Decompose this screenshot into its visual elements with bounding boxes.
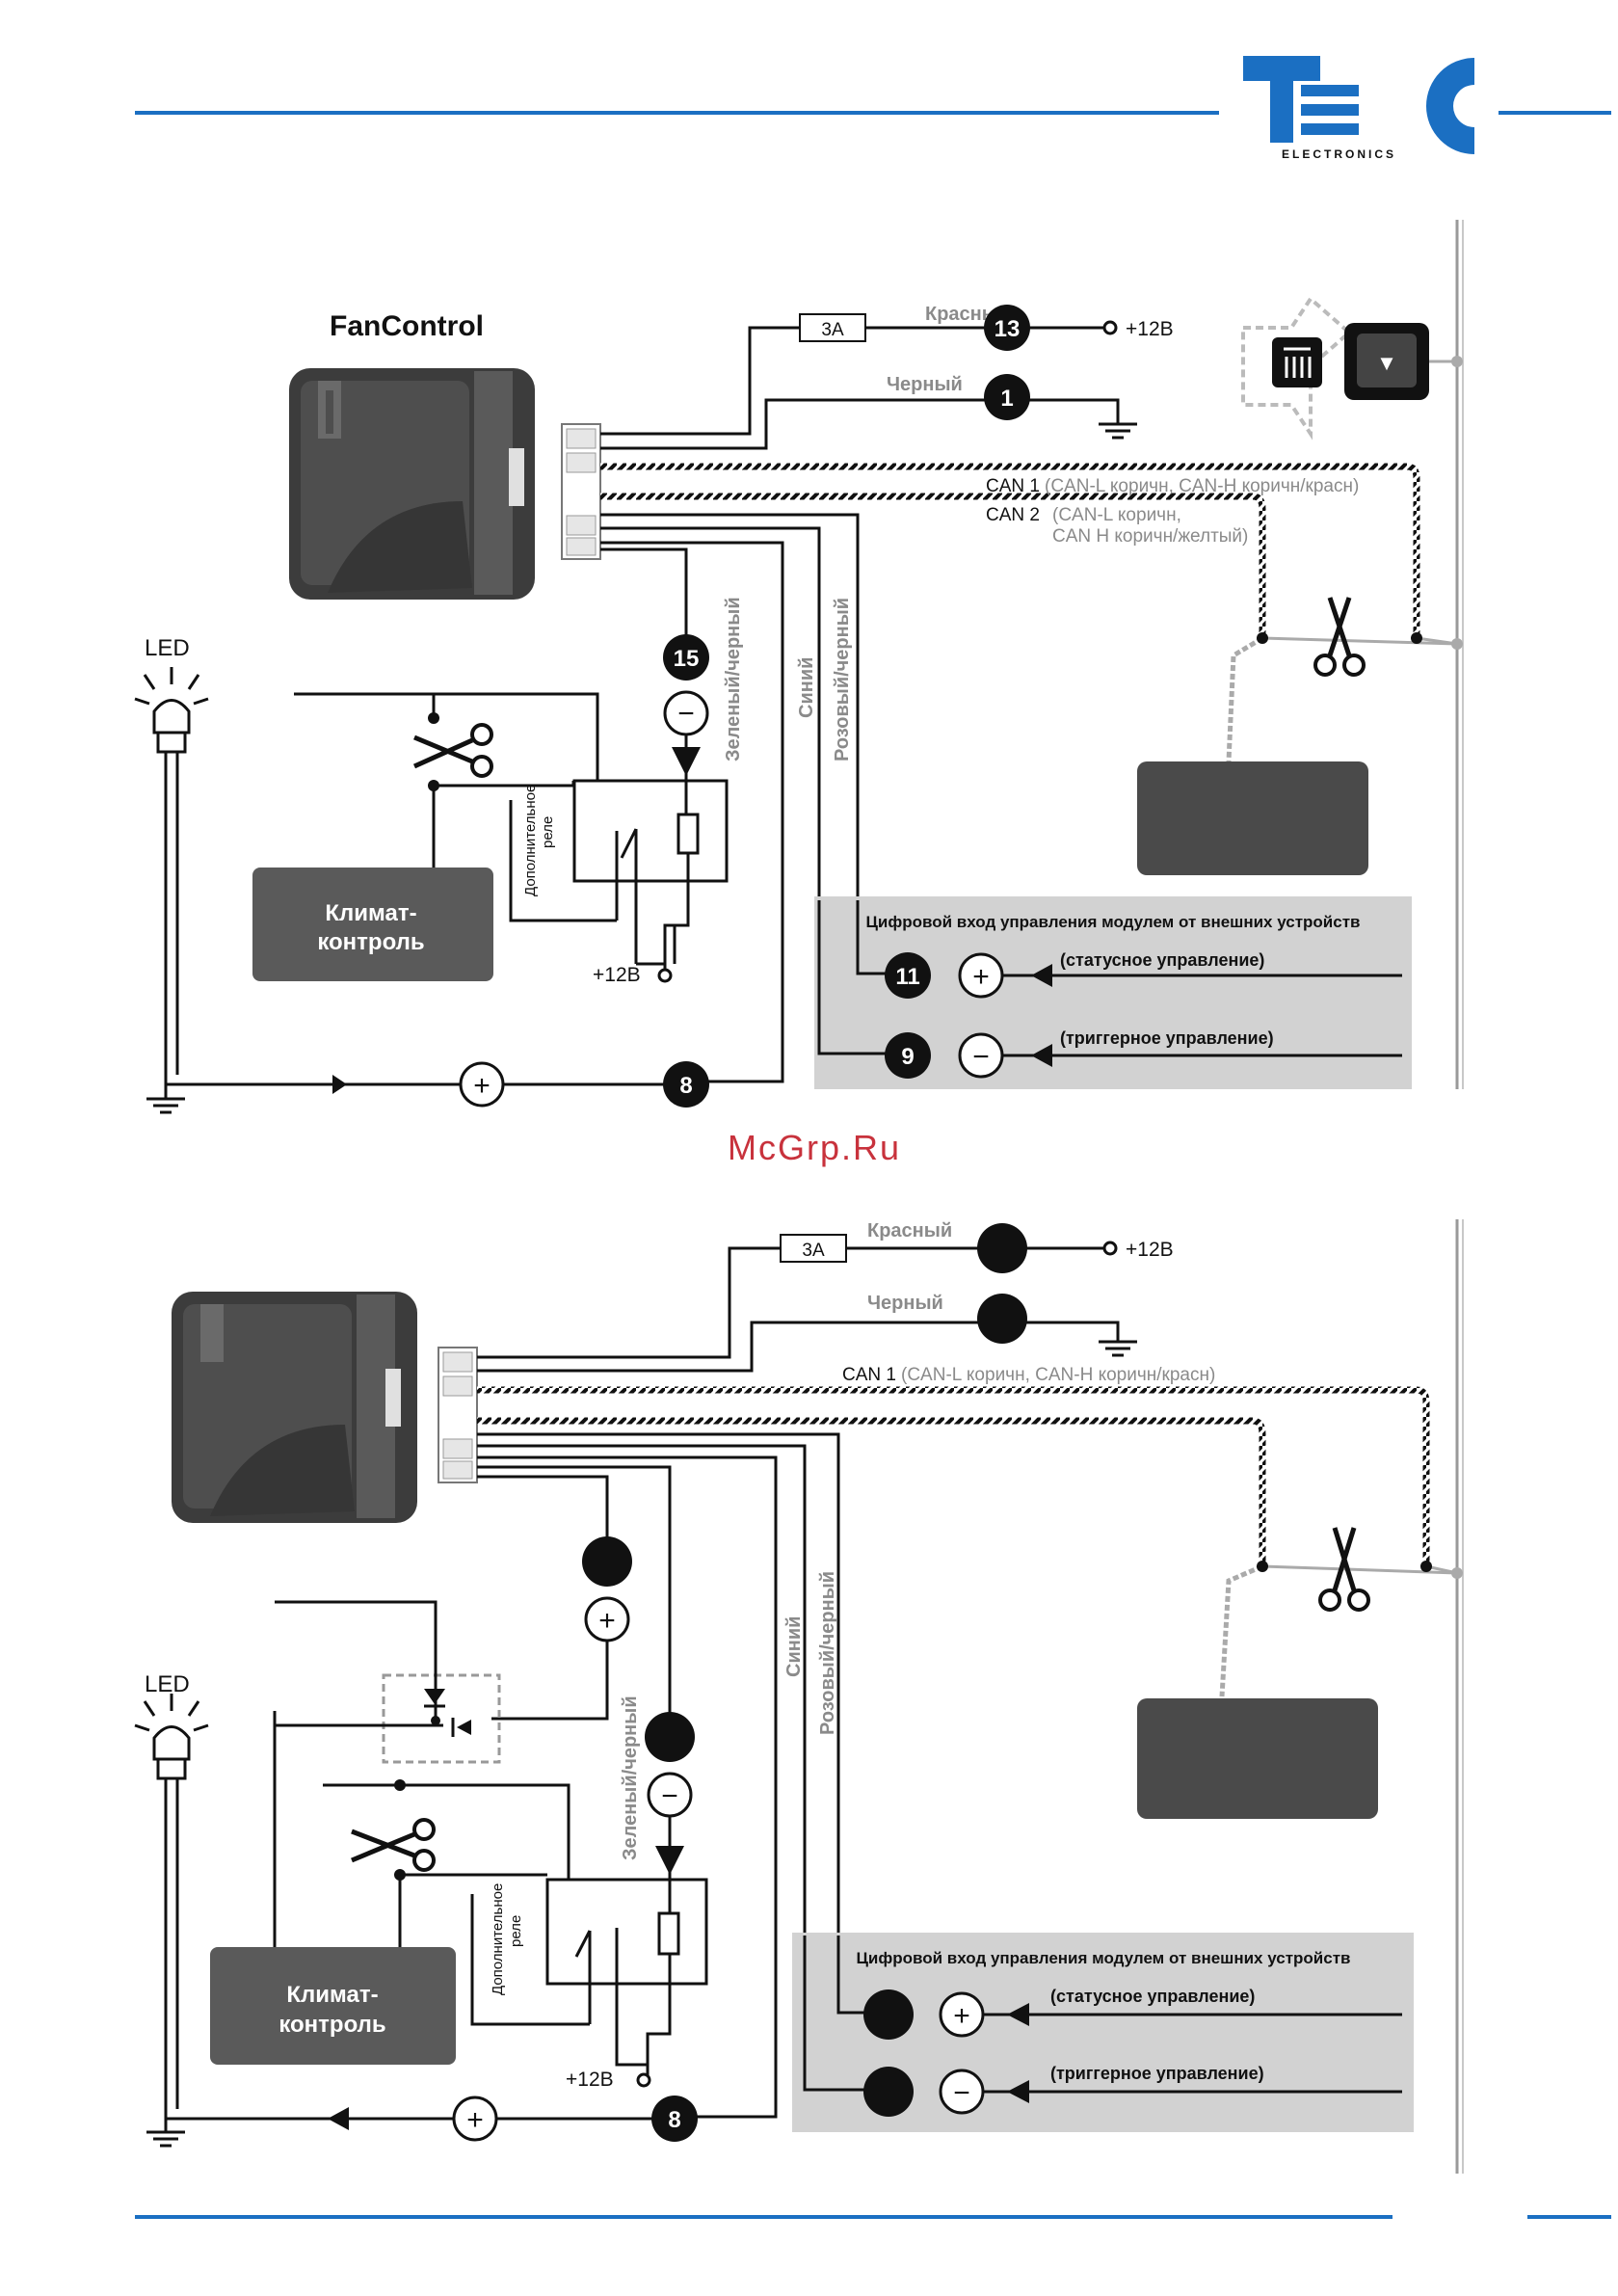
fancontrol-module-2 <box>172 1292 417 1523</box>
svg-text:Дополнительное: Дополнительное <box>522 785 539 896</box>
pin-8 <box>663 1061 709 1108</box>
svg-text:1: 1 <box>1000 386 1013 412</box>
can2-bus <box>600 493 1266 634</box>
extra-relay <box>572 779 729 883</box>
svg-text:(CAN-L коричн, CAN-H коричн/кр: (CAN-L коричн, CAN-H коричн/красн) <box>901 1365 1215 1385</box>
scissors-icon <box>351 1818 436 1872</box>
svg-text:Синий: Синий <box>796 657 817 718</box>
svg-text:Красный: Красный <box>867 1220 952 1241</box>
ground-symbol-1 <box>1099 422 1137 440</box>
scissors-icon <box>1313 597 1366 677</box>
can1-bus-2 <box>477 1386 1430 1562</box>
svg-text:+: + <box>598 1605 616 1637</box>
svg-text:реле: реле <box>540 816 556 848</box>
svg-text:Климат-: Климат- <box>286 1982 378 2008</box>
watermark: McGrp.Ru <box>728 1128 901 1167</box>
car-ecu-2 <box>1137 1698 1378 1819</box>
logo-subtitle: ELECTRONICS <box>1282 147 1396 161</box>
svg-text:(статусное управление): (статусное управление) <box>1050 1987 1255 2006</box>
svg-text:Розовый/черный: Розовый/черный <box>832 598 853 761</box>
ground-symbol-2 <box>146 1097 185 1114</box>
pin-top-2 <box>977 1223 1027 1273</box>
scissors-icon <box>412 723 493 778</box>
svg-text:контроль: контроль <box>279 2012 385 2038</box>
svg-text:Синий: Синий <box>783 1616 805 1677</box>
climate-control-1 <box>252 868 493 981</box>
svg-text:(статусное управление): (статусное управление) <box>1060 950 1264 970</box>
button-glyph: ▼ <box>1376 351 1397 375</box>
svg-text:+12В: +12В <box>593 964 641 986</box>
svg-text:−: − <box>661 1780 678 1812</box>
svg-text:Зеленый/черный: Зеленый/черный <box>620 1695 641 1860</box>
svg-text:CAN 2: CAN 2 <box>986 505 1040 525</box>
svg-text:CAN H коричн/желтый): CAN H коричн/желтый) <box>1052 526 1248 547</box>
svg-text:+: + <box>972 961 990 993</box>
connector-2 <box>438 1347 478 1483</box>
header: ELECTRONICS <box>135 56 1611 161</box>
svg-text:(триггерное управление): (триггерное управление) <box>1050 2064 1264 2083</box>
pin-13 <box>984 305 1030 351</box>
pin-gnd-2 <box>977 1294 1027 1344</box>
svg-text:3A: 3A <box>802 1241 825 1261</box>
svg-text:Климат-: Климат- <box>325 900 416 926</box>
svg-text:3A: 3A <box>821 320 844 340</box>
climate-control-2 <box>210 1947 456 2065</box>
svg-text:8: 8 <box>668 2107 680 2133</box>
black-wire-label: Черный <box>887 374 963 395</box>
svg-text:+12В: +12В <box>1126 1239 1174 1261</box>
module-title: FanControl <box>330 310 484 342</box>
pin-9 <box>885 1032 931 1079</box>
svg-text:8: 8 <box>679 1073 692 1099</box>
tec-logo: ELECTRONICS <box>1243 56 1474 161</box>
fancontrol-module <box>289 368 535 600</box>
svg-text:15: 15 <box>674 646 700 672</box>
svg-text:−: − <box>972 1041 990 1073</box>
svg-text:11: 11 <box>895 964 919 990</box>
svg-text:+: + <box>466 2104 484 2136</box>
pin-1 <box>984 374 1030 420</box>
terminal-12v-top <box>1102 320 1118 335</box>
svg-text:(триггерное управление): (триггерное управление) <box>1060 1028 1274 1048</box>
svg-text:Розовый/черный: Розовый/черный <box>817 1571 838 1735</box>
green-black-wire <box>600 547 688 638</box>
led-label: LED <box>145 635 190 661</box>
svg-text:−: − <box>677 698 695 730</box>
diagram-2: 3A Красный +12В Черный CAN 1 (CAN-L кори… <box>134 1220 1463 2148</box>
svg-text:−: − <box>953 2077 970 2109</box>
svg-text:+12В: +12В <box>566 2069 614 2091</box>
svg-text:CAN 1: CAN 1 <box>986 476 1040 496</box>
svg-text:Дополнительное: Дополнительное <box>490 1883 506 1995</box>
car-ecu-1 <box>1137 761 1368 875</box>
connector-1 <box>561 423 601 560</box>
led-icon-2 <box>134 1694 209 1780</box>
fan-button-icon: ▼ <box>1241 295 1429 441</box>
svg-text:CAN 1: CAN 1 <box>842 1365 896 1385</box>
svg-text:реле: реле <box>508 1915 524 1947</box>
svg-text:(CAN-L коричн, CAN-H коричн/кр: (CAN-L коричн, CAN-H коричн/красн) <box>1045 476 1359 496</box>
wire-8 <box>600 541 784 1083</box>
svg-text:+12В: +12В <box>1126 318 1174 340</box>
pin-11 <box>885 952 931 999</box>
scissors-icon <box>1318 1527 1370 1612</box>
svg-text:13: 13 <box>995 316 1021 342</box>
diode-box <box>382 1673 501 1764</box>
svg-text:9: 9 <box>901 1044 914 1070</box>
svg-text:+: + <box>953 2000 970 2032</box>
pin-15 <box>663 634 709 681</box>
svg-text:Цифровой вход управления модул: Цифровой вход управления модулем от внеш… <box>857 1949 1351 1967</box>
plus-circle-8 <box>459 1061 505 1108</box>
can1-bus <box>600 463 1420 634</box>
svg-text:контроль: контроль <box>317 929 424 955</box>
svg-text:+: + <box>473 1070 491 1102</box>
diagram-1: FanControl 3A Красный 13 +12В <box>134 295 1463 1114</box>
green-black-wire-2 <box>477 1465 672 1716</box>
pin-8-2 <box>651 2096 698 2142</box>
svg-text:Зеленый/черный: Зеленый/черный <box>723 597 744 761</box>
svg-text:(CAN-L коричн,: (CAN-L коричн, <box>1052 505 1181 525</box>
led-icon <box>134 667 209 754</box>
svg-text:LED: LED <box>145 1671 190 1697</box>
svg-text:Цифровой вход управления модул: Цифровой вход управления модулем от внеш… <box>866 913 1361 931</box>
svg-text:Черный: Черный <box>867 1293 943 1314</box>
